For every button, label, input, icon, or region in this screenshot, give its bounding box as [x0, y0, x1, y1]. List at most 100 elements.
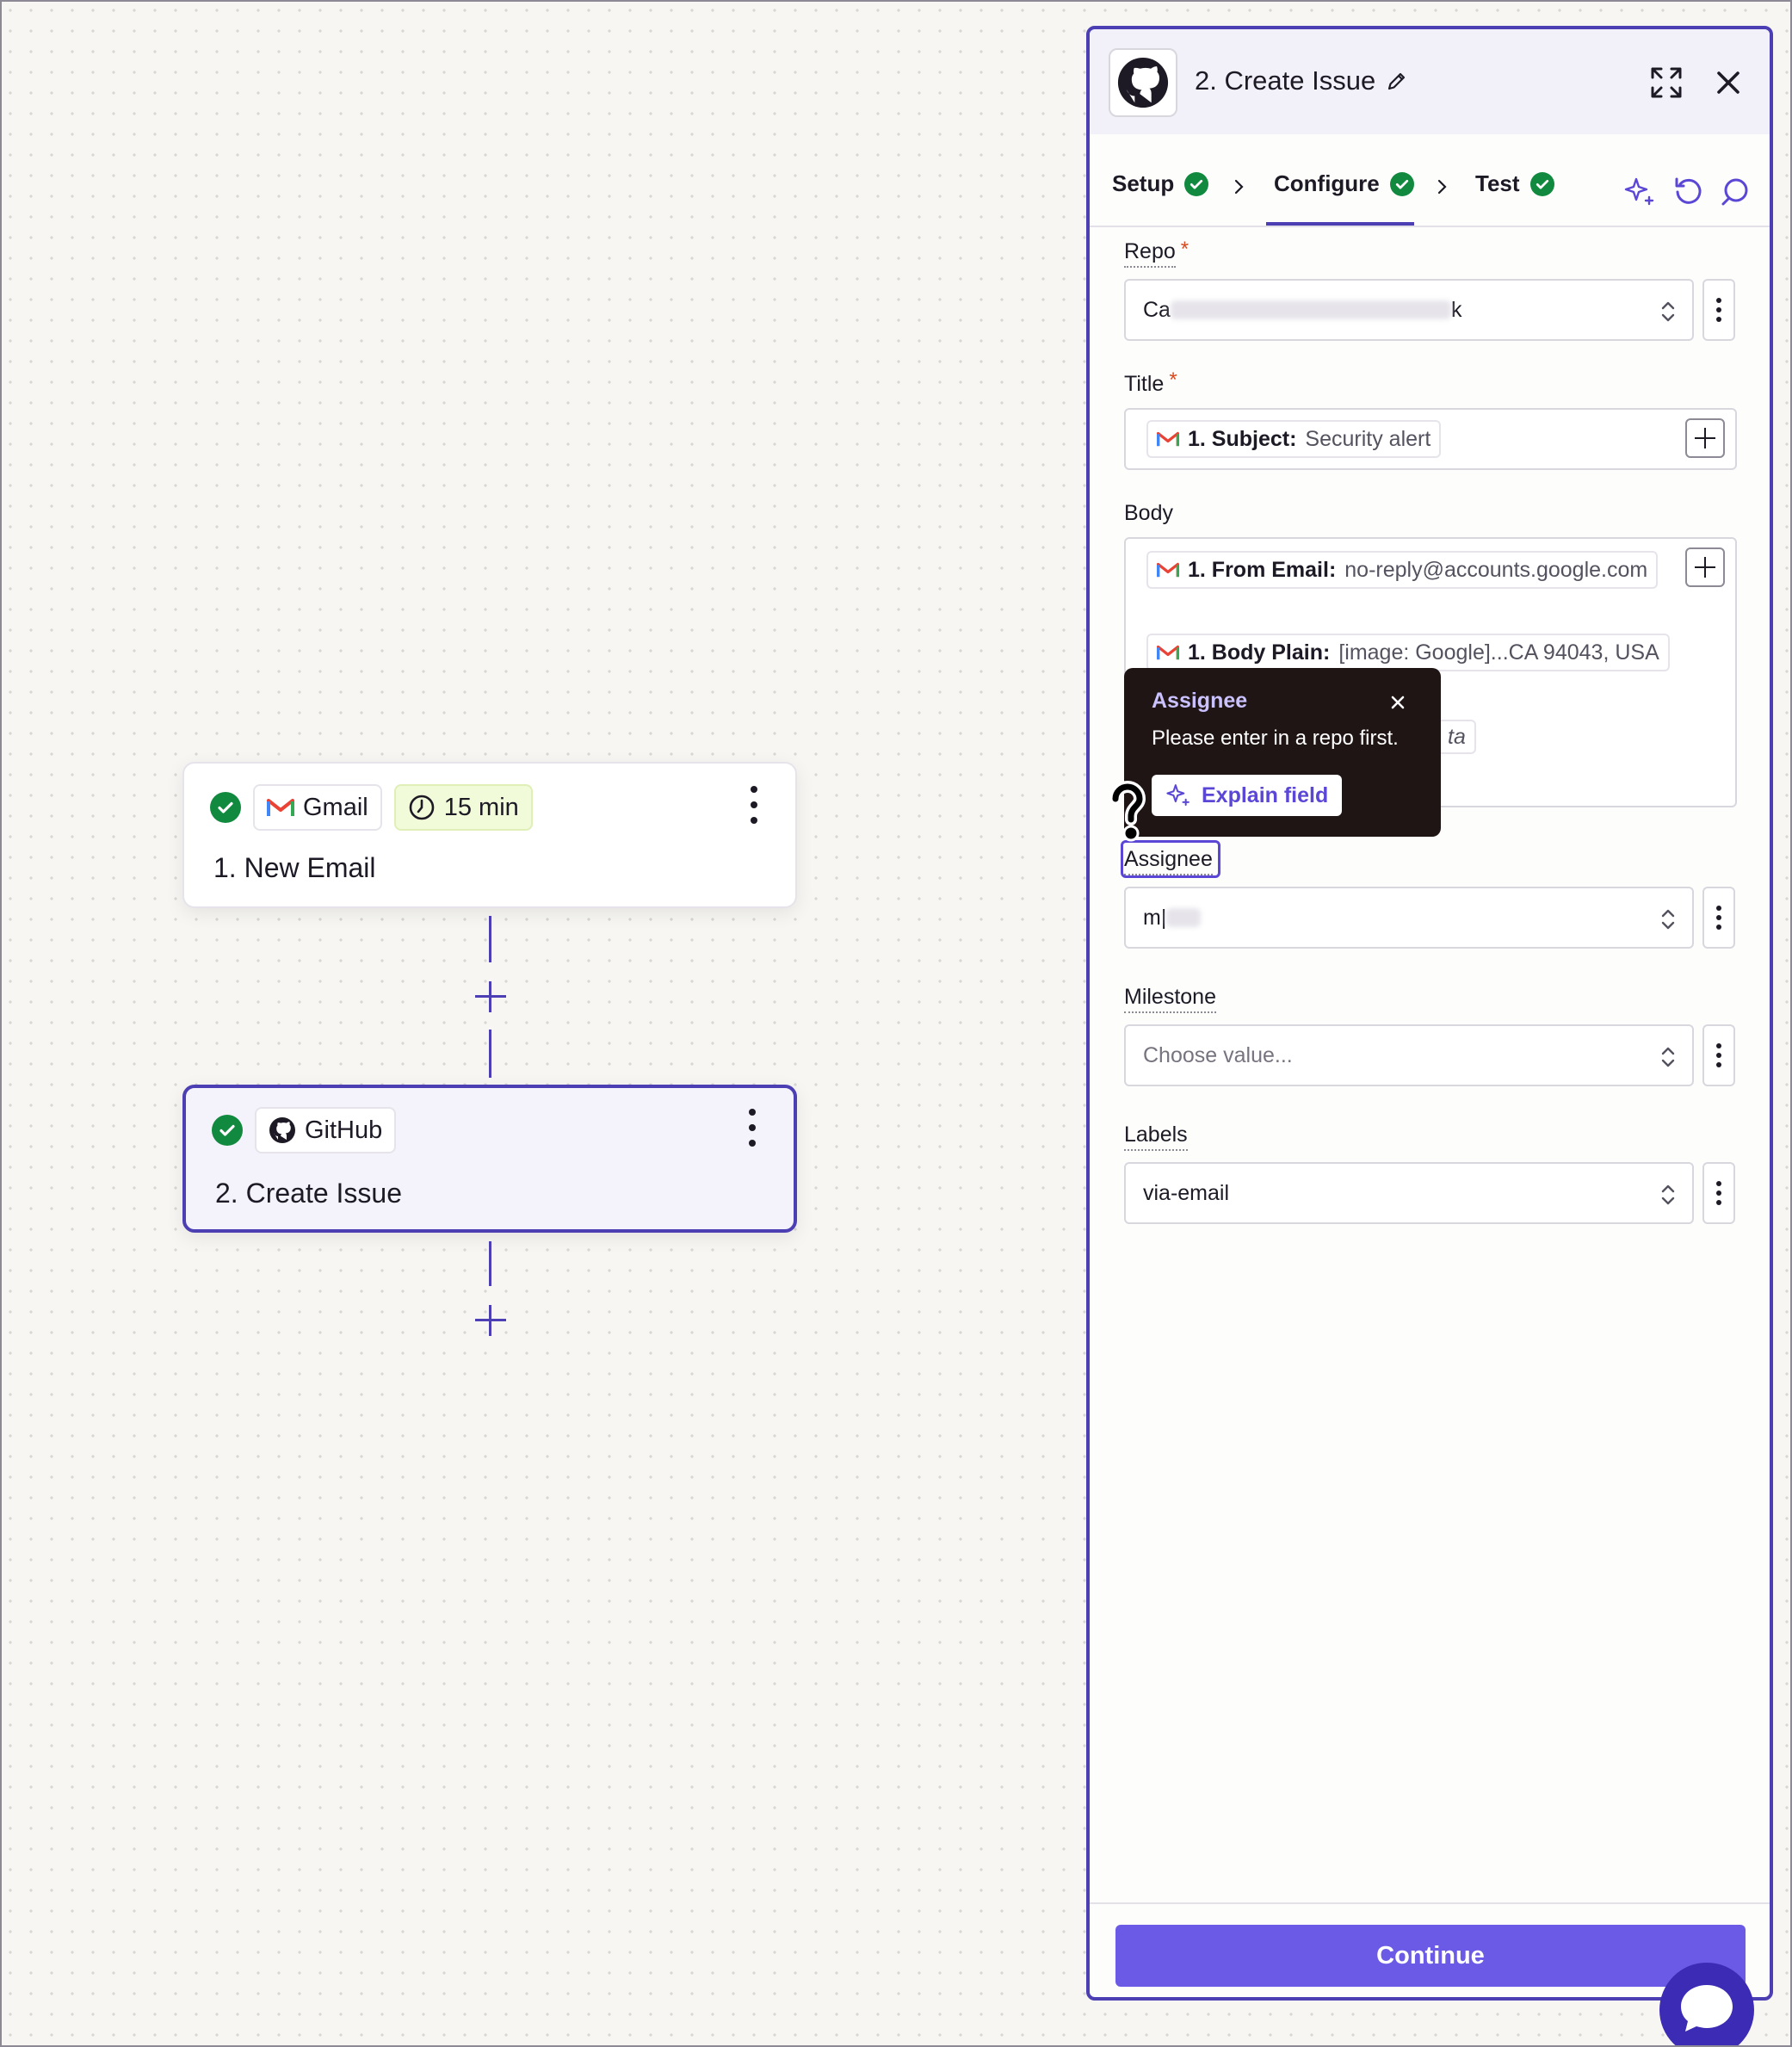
chat-launcher-button[interactable]	[1659, 1963, 1754, 2047]
tab-configure[interactable]: Configure	[1274, 170, 1414, 197]
gmail-icon	[1157, 645, 1179, 660]
connector-line	[489, 1030, 491, 1078]
button-label: Explain field	[1202, 782, 1329, 807]
assignee-tooltip: Assignee Please enter in a repo first. E…	[1124, 668, 1441, 837]
repo-value-end: k	[1450, 297, 1462, 322]
select-arrows-icon	[1661, 1184, 1675, 1205]
step-title: 1. New Email	[213, 852, 376, 883]
pill-value: Security alert	[1305, 426, 1431, 451]
github-logo-icon	[1109, 48, 1177, 117]
add-data-button[interactable]	[1685, 418, 1725, 458]
connector-line	[489, 1241, 491, 1286]
step-editor-panel: 2. Create Issue Setup Configure Test Rep…	[1086, 26, 1773, 2001]
panel-title-text: 2. Create Issue	[1195, 65, 1376, 96]
required-marker: *	[1180, 237, 1190, 261]
mapped-field-pill[interactable]: 1. From Email: no-reply@accounts.google.…	[1146, 551, 1659, 589]
help-cursor-icon	[1109, 781, 1146, 842]
close-icon[interactable]	[1387, 692, 1408, 713]
pill-key: 1. From Email:	[1188, 557, 1337, 582]
undo-icon[interactable]	[1672, 176, 1704, 208]
redacted-text	[1170, 300, 1451, 319]
pill-value: ta	[1448, 724, 1466, 749]
select-arrows-icon	[1661, 909, 1675, 930]
clock-icon	[409, 795, 435, 820]
required-marker: *	[1169, 368, 1177, 392]
milestone-label: Milestone	[1124, 985, 1216, 1013]
chat-bubble-icon	[1681, 1985, 1733, 2032]
pill-value: no-reply@accounts.google.com	[1344, 557, 1648, 582]
tab-label: Configure	[1274, 170, 1380, 196]
assignee-select[interactable]: m|	[1124, 887, 1694, 949]
title-input[interactable]: 1. Subject: Security alert	[1124, 408, 1737, 470]
schedule-label: 15 min	[443, 793, 519, 821]
tab-label: Setup	[1112, 170, 1175, 196]
tooltip-message: Please enter in a repo first.	[1152, 727, 1399, 750]
repo-value-start: Ca	[1143, 297, 1171, 322]
ai-sparkle-icon	[1166, 784, 1190, 807]
close-icon[interactable]	[1711, 65, 1746, 100]
tab-test[interactable]: Test	[1475, 170, 1554, 197]
step-menu-icon[interactable]	[742, 1109, 763, 1147]
milestone-placeholder: Choose value...	[1143, 1042, 1293, 1067]
field-options-icon[interactable]	[1702, 1024, 1735, 1086]
success-check-icon	[1389, 171, 1414, 196]
pill-key: 1. Body Plain:	[1188, 640, 1331, 665]
labels-label: Labels	[1124, 1122, 1188, 1151]
label-text: Body	[1124, 501, 1173, 525]
pill-value: [image: Google]...CA 94043, USA	[1338, 640, 1659, 665]
assignee-value: m|	[1143, 905, 1167, 930]
panel-title[interactable]: 2. Create Issue	[1195, 65, 1408, 96]
assignee-label[interactable]: Assignee	[1124, 847, 1213, 875]
ai-sparkle-icon[interactable]	[1623, 176, 1656, 208]
labels-select[interactable]: via-email	[1124, 1162, 1694, 1224]
add-data-button[interactable]	[1685, 547, 1725, 587]
explain-field-button[interactable]: Explain field	[1152, 775, 1343, 816]
labels-value: via-email	[1143, 1180, 1230, 1205]
mapped-field-pill[interactable]: ta	[1437, 720, 1476, 754]
repo-select[interactable]: Ca k	[1124, 279, 1694, 341]
success-check-icon	[1184, 171, 1209, 196]
milestone-select[interactable]: Choose value...	[1124, 1024, 1694, 1086]
tab-setup[interactable]: Setup	[1112, 170, 1209, 197]
chevron-right-icon	[1234, 179, 1244, 195]
step-title: 2. Create Issue	[215, 1178, 402, 1209]
body-textarea[interactable]: 1. From Email: no-reply@accounts.google.…	[1124, 537, 1737, 807]
step-tabs: Setup Configure Test	[1090, 134, 1770, 227]
action-step-card[interactable]: GitHub 2. Create Issue	[182, 1085, 797, 1233]
pill-key: 1. Subject:	[1188, 426, 1297, 451]
label-text: Assignee	[1124, 847, 1213, 875]
title-label: Title*	[1124, 368, 1177, 397]
app-name: GitHub	[305, 1116, 383, 1144]
success-check-icon	[1529, 171, 1554, 196]
redacted-text	[1166, 908, 1202, 927]
schedule-chip: 15 min	[393, 784, 533, 831]
trigger-step-card[interactable]: Gmail 15 min 1. New Email	[182, 762, 797, 908]
connector-line	[489, 916, 491, 962]
pencil-icon[interactable]	[1386, 70, 1408, 92]
select-arrows-icon	[1661, 1047, 1675, 1067]
step-menu-icon[interactable]	[744, 786, 764, 824]
assignee-label-focus-ring	[1121, 840, 1220, 878]
label-text: Labels	[1124, 1122, 1188, 1151]
panel-header: 2. Create Issue	[1090, 29, 1770, 134]
add-step-icon[interactable]	[475, 981, 506, 1012]
field-options-icon[interactable]	[1702, 1162, 1735, 1224]
add-step-icon[interactable]	[475, 1305, 506, 1336]
body-label: Body	[1124, 501, 1173, 526]
success-check-icon	[210, 792, 241, 823]
label-text: Milestone	[1124, 985, 1216, 1013]
comment-icon[interactable]	[1718, 176, 1751, 208]
field-options-icon[interactable]	[1702, 887, 1735, 949]
active-tab-indicator	[1266, 222, 1414, 226]
label-text: Title	[1124, 372, 1165, 396]
mapped-field-pill[interactable]: 1. Subject: Security alert	[1146, 420, 1442, 458]
app-chip-gmail: Gmail	[253, 784, 382, 831]
mapped-field-pill[interactable]: 1. Body Plain: [image: Google]...CA 9404…	[1146, 634, 1670, 671]
gmail-icon	[1157, 431, 1179, 447]
continue-button[interactable]: Continue	[1115, 1925, 1746, 1987]
expand-icon[interactable]	[1649, 65, 1684, 100]
gmail-icon	[1157, 562, 1179, 578]
github-icon	[269, 1117, 295, 1143]
field-options-icon[interactable]	[1702, 279, 1735, 341]
tab-label: Test	[1475, 170, 1520, 196]
